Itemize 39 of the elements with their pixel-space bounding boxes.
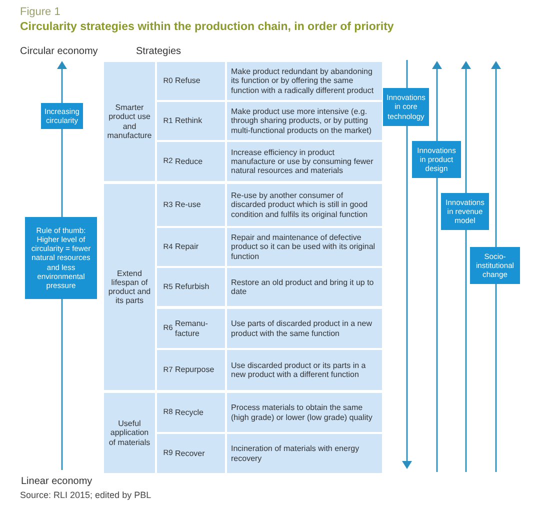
description-cell: Process materials to obtain the same (high grade) or lower (low grade) quality	[227, 393, 382, 432]
title: Circularity strategies within the production chain, in order of priority	[20, 21, 394, 33]
group-cell: Useful application of materials	[104, 393, 155, 473]
strategy-cell	[157, 102, 225, 140]
description-cell: Re-use by another consumer of discarded product which is still in good condition and fulfils its original function	[227, 184, 382, 226]
description-cell: Increase efficiency in product manufacture or use by consuming fewer natural resources and materials	[227, 142, 382, 181]
column-header: Strategies	[136, 46, 182, 57]
description-cell: Make product use more intensive (e.g. through sharing products, or by putting multi-functional products on the market)	[227, 102, 382, 140]
strategy-cell	[157, 184, 225, 226]
strategy-cell	[157, 309, 225, 348]
strategy-name: Recycle	[175, 408, 204, 418]
axis-label: Linear economy	[21, 476, 92, 487]
group-cell: Extend lifespan of product and its parts	[104, 184, 155, 390]
strategy-name: Re-use	[175, 200, 202, 210]
strategy-name: Remanu- facture	[175, 319, 209, 338]
group-cell: Smarter product use and manufacture	[104, 62, 155, 181]
description-cell: Use parts of discarded product in a new product with the same function	[227, 309, 382, 348]
description-cell: Make product redundant by abandoning its function or by offering the same function with a radically different product	[227, 62, 382, 100]
strategy-name: Refuse	[175, 76, 202, 86]
strategy-name: Repurpose	[175, 365, 216, 375]
caption: Source: RLI 2015; edited by PBL	[20, 490, 152, 500]
strategy-cell	[157, 434, 225, 473]
strategy-cell	[157, 62, 225, 100]
strategy-cell	[157, 268, 225, 306]
strategy-name: Refurbish	[175, 282, 210, 292]
description-cell: Restore an old product and bring it up to date	[227, 268, 382, 306]
strategy-name: Rethink	[175, 116, 204, 126]
description-cell: Repair and maintenance of defective product so it can be used with its original function	[227, 228, 382, 266]
figure-number: Figure 1	[20, 6, 60, 18]
strategy-cell	[157, 350, 225, 390]
description-cell: Use discarded product or its parts in a new product with a different function	[227, 350, 382, 390]
strategy-name: Recover	[175, 448, 206, 458]
strategy-cell	[157, 142, 225, 181]
strategy-name: Repair	[175, 242, 200, 252]
axis-label: Circular economy	[20, 46, 98, 57]
strategy-name: Reduce	[175, 156, 204, 166]
strategy-cell	[157, 393, 225, 432]
strategy-cell	[157, 228, 225, 266]
description-cell: Incineration of materials with energy recovery	[227, 434, 382, 473]
